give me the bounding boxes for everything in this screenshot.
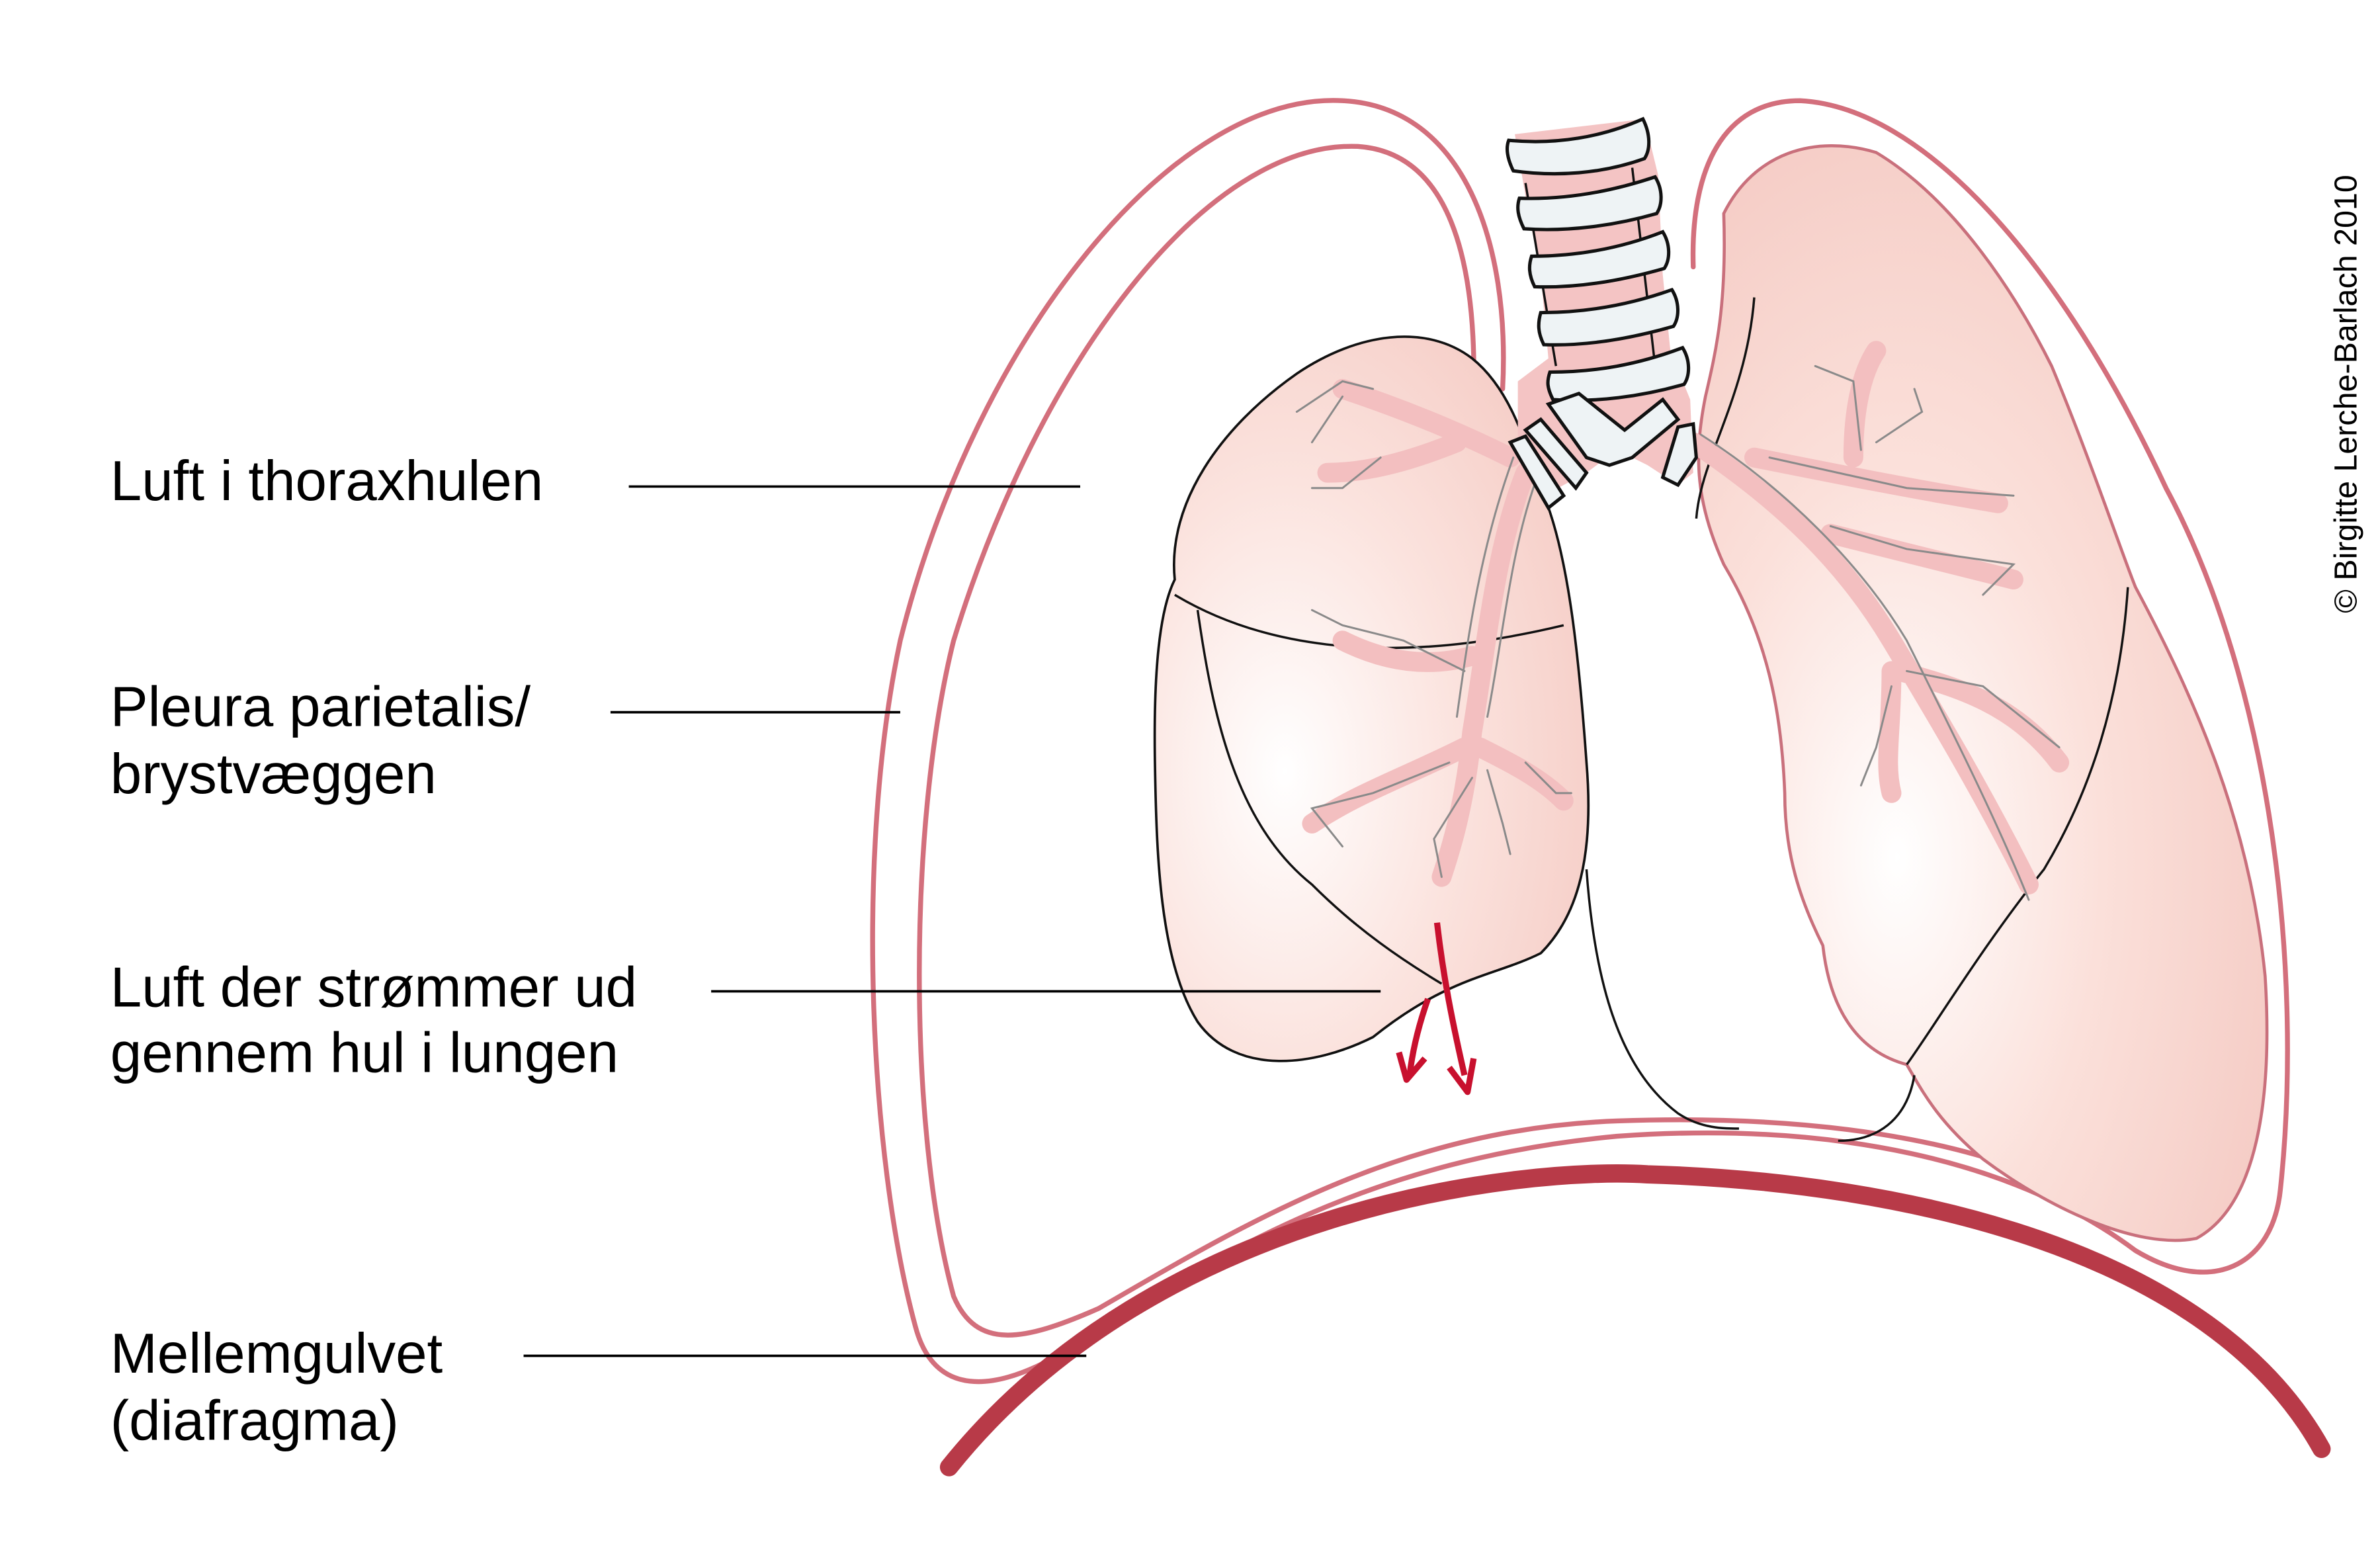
label-diaphragm: Mellemgulvet (diafragma): [110, 1322, 1087, 1452]
label-text: Pleura parietalis/: [110, 675, 531, 738]
diaphragm: [939, 1164, 2331, 1477]
lung-left: [1153, 335, 1916, 1142]
label-text: Luft i thoraxhulen: [110, 450, 543, 513]
label-air-leak: Luft der strømmer ud gennem hul i lungen: [110, 957, 1381, 1085]
label-text: (diafragma): [110, 1389, 399, 1452]
trachea-cartilage-rings: [1506, 116, 1699, 511]
label-air-in-thorax: Luft i thoraxhulen: [110, 450, 1081, 513]
label-pleura: Pleura parietalis/ brystvæggen: [110, 675, 900, 806]
copyright-text: © Birgitte Lerche-Barlach 2010: [2328, 175, 2364, 613]
pleura-parietalis: [870, 98, 2290, 1385]
label-text: Luft der strømmer ud: [110, 957, 637, 1019]
bronchial-tree-right: [1683, 341, 2070, 901]
trachea: [1506, 116, 1699, 511]
label-text: gennem hul i lungen: [110, 1022, 618, 1085]
label-text: brystvæggen: [110, 743, 437, 806]
air-leak-arrows: [1396, 922, 1477, 1096]
label-text: Mellemgulvet: [110, 1322, 443, 1385]
bronchial-tree-left: [1295, 378, 1574, 887]
